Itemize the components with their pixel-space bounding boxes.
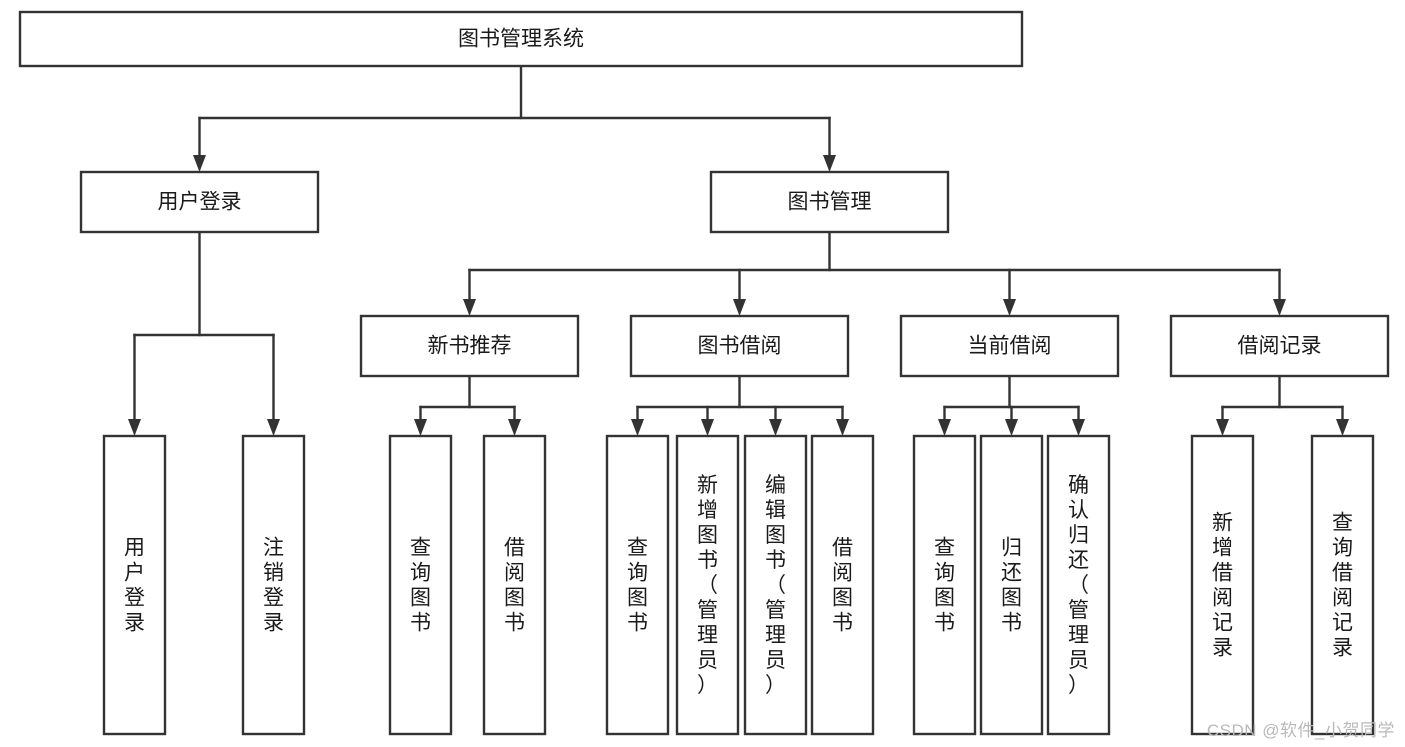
arrow-head-icon bbox=[508, 419, 521, 436]
node-label: 新增借阅记录 bbox=[1212, 512, 1233, 660]
node-box[interactable] bbox=[18, 10, 1024, 68]
arrow-head-icon bbox=[414, 419, 427, 436]
node-layer: 图书管理系统用户登录图书管理新书推荐图书借阅当前借阅借阅记录用户登录注销登录查询… bbox=[18, 10, 1390, 736]
node-label: 用户登录 bbox=[124, 537, 145, 635]
node-label: 借阅图书 bbox=[832, 537, 853, 635]
node-borrow[interactable]: 图书借阅 bbox=[629, 314, 850, 378]
connector-group bbox=[463, 230, 1286, 316]
node-box[interactable] bbox=[1190, 434, 1255, 736]
node-box[interactable] bbox=[1046, 434, 1111, 736]
node-label: 图书借阅 bbox=[698, 335, 782, 358]
node-box[interactable] bbox=[388, 434, 453, 736]
arrow-head-icon bbox=[267, 419, 280, 436]
node-leaf-borrow-3[interactable]: 编辑图书（管理员） bbox=[743, 434, 808, 736]
arrow-head-icon bbox=[938, 419, 951, 436]
node-label: 归还图书 bbox=[1001, 537, 1022, 635]
arrow-head-icon bbox=[1216, 419, 1229, 436]
node-label: 确认归还（管理员） bbox=[1068, 474, 1089, 697]
node-box[interactable] bbox=[709, 170, 950, 234]
arrow-head-icon bbox=[1336, 419, 1349, 436]
node-box[interactable] bbox=[979, 434, 1044, 736]
node-box[interactable] bbox=[912, 434, 977, 736]
arrow-head-icon bbox=[1072, 419, 1085, 436]
connector-group bbox=[414, 374, 521, 436]
node-box[interactable] bbox=[743, 434, 808, 736]
arrow-head-icon bbox=[193, 155, 206, 172]
node-leaf-login-1[interactable]: 用户登录 bbox=[102, 434, 167, 736]
node-box[interactable] bbox=[359, 314, 580, 378]
node-box[interactable] bbox=[1310, 434, 1375, 736]
arrow-head-icon bbox=[823, 155, 836, 172]
node-leaf-cur-1[interactable]: 查询图书 bbox=[912, 434, 977, 736]
node-leaf-borrow-4[interactable]: 借阅图书 bbox=[810, 434, 875, 736]
node-box[interactable] bbox=[241, 434, 306, 736]
node-label: 借阅记录 bbox=[1238, 335, 1322, 358]
node-leaf-new-1[interactable]: 查询图书 bbox=[388, 434, 453, 736]
node-label: 编辑图书（管理员） bbox=[765, 474, 786, 697]
node-box[interactable] bbox=[102, 434, 167, 736]
node-root[interactable]: 图书管理系统 bbox=[18, 10, 1024, 68]
node-label: 新增图书（管理员） bbox=[697, 474, 718, 697]
node-label: 查询借阅记录 bbox=[1332, 512, 1353, 660]
node-leaf-borrow-1[interactable]: 查询图书 bbox=[605, 434, 670, 736]
node-label: 注销登录 bbox=[263, 537, 284, 635]
node-record[interactable]: 借阅记录 bbox=[1169, 314, 1390, 378]
node-newbook[interactable]: 新书推荐 bbox=[359, 314, 580, 378]
node-label: 查询图书 bbox=[410, 537, 431, 635]
connector-group bbox=[193, 64, 836, 172]
arrow-head-icon bbox=[701, 419, 714, 436]
node-label: 查询图书 bbox=[627, 537, 648, 635]
node-box[interactable] bbox=[810, 434, 875, 736]
connector-layer bbox=[128, 64, 1349, 436]
node-label: 当前借阅 bbox=[968, 335, 1052, 358]
csdn-watermark: CSDN @软件_小贺同学 bbox=[1206, 721, 1395, 740]
arrow-head-icon bbox=[836, 419, 849, 436]
node-box[interactable] bbox=[1169, 314, 1390, 378]
node-label: 图书管理系统 bbox=[458, 28, 584, 51]
arrow-head-icon bbox=[631, 419, 644, 436]
arrow-head-icon bbox=[1005, 419, 1018, 436]
node-current[interactable]: 当前借阅 bbox=[899, 314, 1120, 378]
node-box[interactable] bbox=[899, 314, 1120, 378]
node-login[interactable]: 用户登录 bbox=[79, 170, 320, 234]
connector-group bbox=[631, 374, 849, 436]
node-label: 借阅图书 bbox=[504, 537, 525, 635]
node-label: 用户登录 bbox=[158, 191, 242, 214]
node-leaf-new-2[interactable]: 借阅图书 bbox=[482, 434, 547, 736]
node-leaf-cur-2[interactable]: 归还图书 bbox=[979, 434, 1044, 736]
arrow-head-icon bbox=[769, 419, 782, 436]
node-label: 查询图书 bbox=[934, 537, 955, 635]
arrow-head-icon bbox=[463, 299, 476, 316]
connector-group bbox=[128, 230, 280, 436]
node-box[interactable] bbox=[79, 170, 320, 234]
node-leaf-rec-1[interactable]: 新增借阅记录 bbox=[1190, 434, 1255, 736]
arrow-head-icon bbox=[128, 419, 141, 436]
node-leaf-login-2[interactable]: 注销登录 bbox=[241, 434, 306, 736]
node-box[interactable] bbox=[605, 434, 670, 736]
node-bookmgmt[interactable]: 图书管理 bbox=[709, 170, 950, 234]
node-box[interactable] bbox=[482, 434, 547, 736]
node-leaf-borrow-2[interactable]: 新增图书（管理员） bbox=[675, 434, 740, 736]
connector-group bbox=[938, 374, 1085, 436]
node-leaf-rec-2[interactable]: 查询借阅记录 bbox=[1310, 434, 1375, 736]
node-label: 新书推荐 bbox=[428, 335, 512, 358]
node-box[interactable] bbox=[629, 314, 850, 378]
connector-group bbox=[1216, 374, 1349, 436]
node-leaf-cur-3[interactable]: 确认归还（管理员） bbox=[1046, 434, 1111, 736]
arrow-head-icon bbox=[733, 299, 746, 316]
arrow-head-icon bbox=[1273, 299, 1286, 316]
arrow-head-icon bbox=[1003, 299, 1016, 316]
node-box[interactable] bbox=[675, 434, 740, 736]
node-label: 图书管理 bbox=[788, 191, 872, 214]
